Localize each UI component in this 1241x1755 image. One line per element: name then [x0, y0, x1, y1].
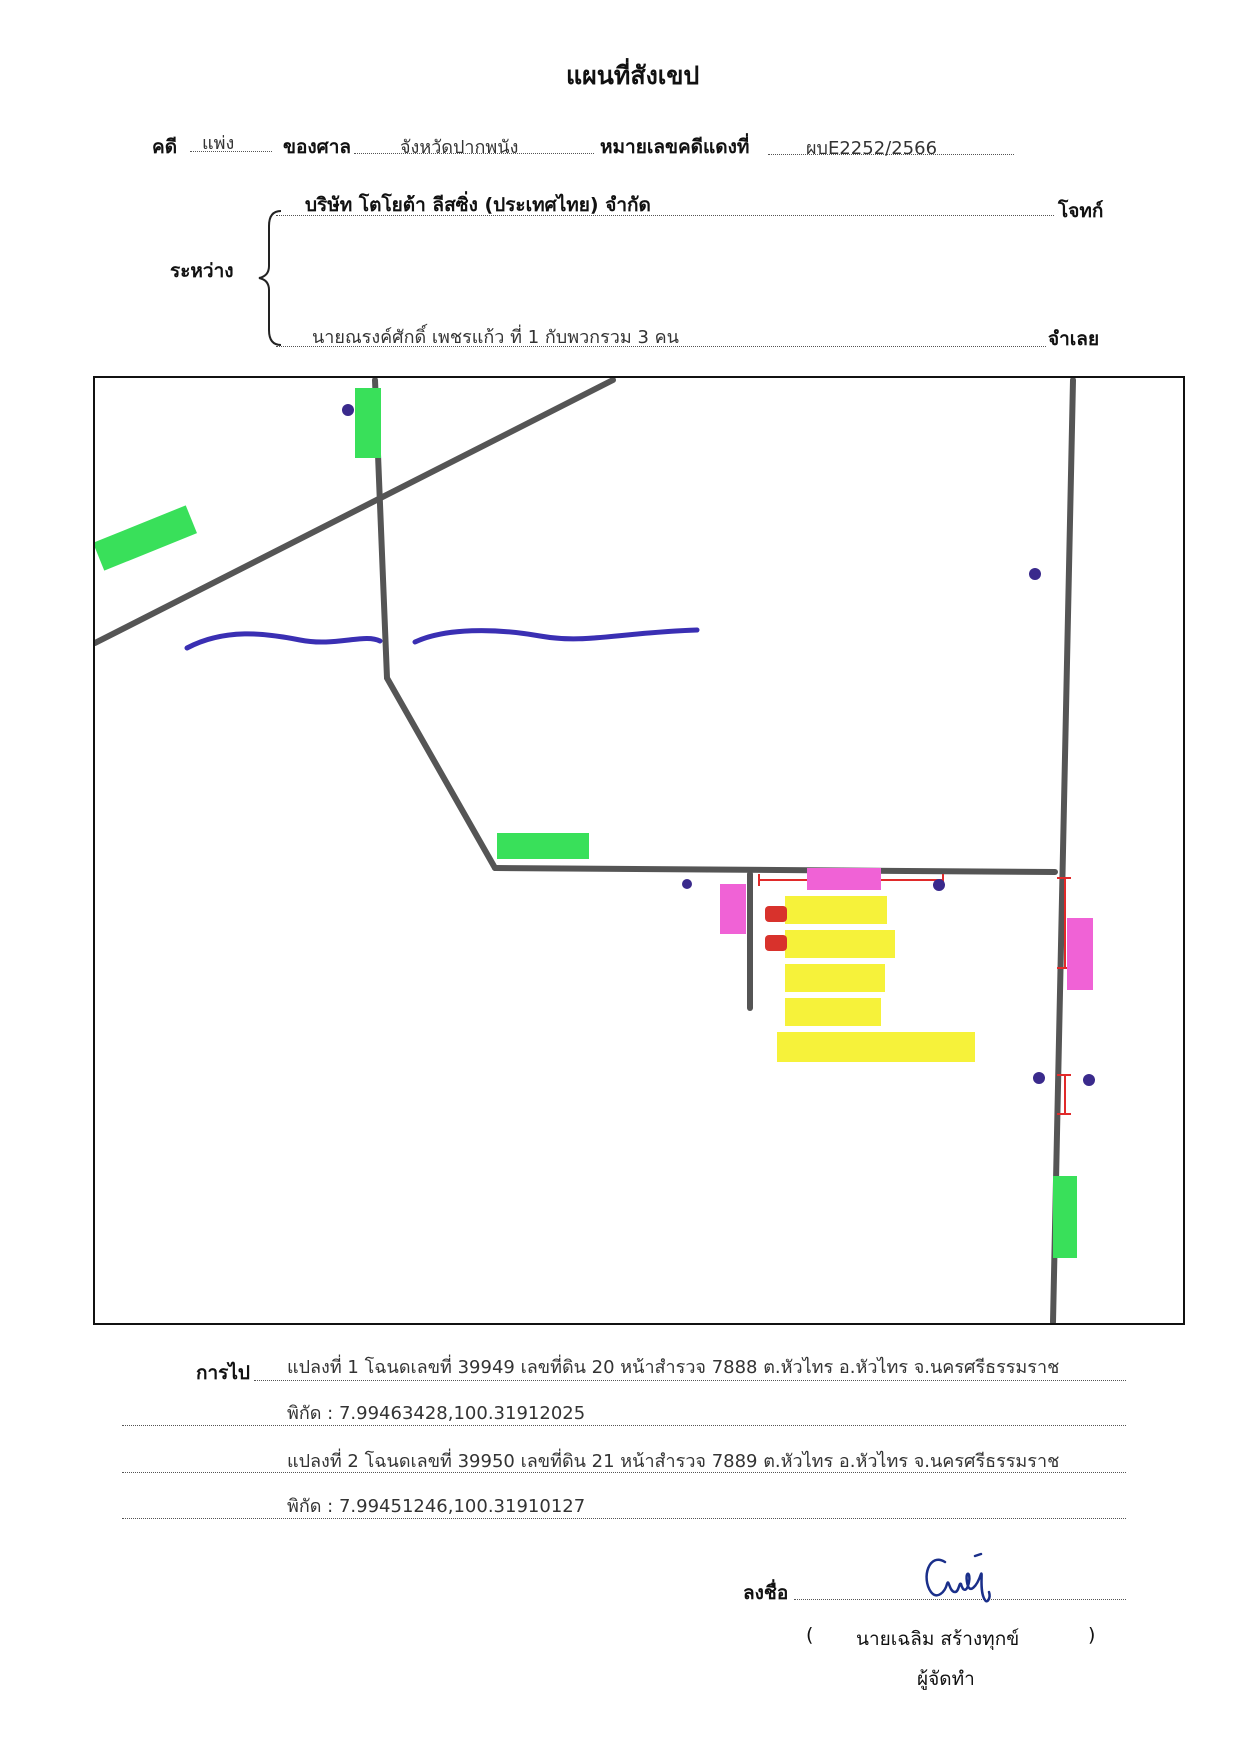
directions-label: การไป: [196, 1362, 250, 1384]
distance-label-west: [720, 884, 746, 934]
road-408-north: [372, 377, 498, 871]
plot-1-coordinates: พิกัด : 7.99463428,100.31912025: [287, 1403, 586, 1424]
signer-role: ผู้จัดทำ: [917, 1668, 975, 1690]
deed-39950-highlight: [785, 930, 895, 958]
route-label-408-north: [355, 388, 381, 458]
handwritten-signature-icon: [925, 1552, 991, 1603]
map-drawing: [92, 377, 1095, 1325]
distance-line-east-2: [1057, 1074, 1071, 1115]
distance-label-east: [1067, 918, 1093, 990]
red-case-number-label: หมายเลขคดีแดงที่: [600, 136, 750, 158]
signer-name: นายเฉลิม สร้างทุกข์: [856, 1628, 1020, 1650]
between-label: ระหว่าง: [170, 260, 234, 282]
court-value: จังหวัดปากพนัง: [400, 137, 519, 158]
page-title: แผนที่สังเขป: [566, 61, 700, 90]
distance-label-top: [807, 868, 881, 890]
subdistrict-highlight: [785, 964, 885, 992]
canal-segment-2: [412, 627, 700, 645]
signature-label: ลงชื่อ: [743, 1582, 789, 1604]
route-label-408-middle: [497, 833, 589, 859]
sketch-map: [92, 376, 1185, 1325]
plaintiff-role: โจทก์: [1058, 200, 1104, 222]
plot-2-description: แปลงที่ 2 โฉนดเลขที่ 39950 เลขที่ดิน 21 …: [287, 1451, 1060, 1472]
signer-close-paren: ): [1088, 1624, 1096, 1646]
province-highlight: [777, 1032, 975, 1062]
marker-police-station: [933, 879, 945, 891]
court-label: ของศาล: [283, 136, 352, 158]
plaintiff-name: บริษัท โตโยต้า ลีสซิ่ง (ประเทศไทย) จำกัด: [305, 194, 651, 216]
case-type-value: แพ่ง: [202, 133, 235, 154]
district-highlight: [785, 998, 881, 1026]
marker-electricity-station: [682, 879, 692, 889]
plot-1-description: แปลงที่ 1 โฉนดเลขที่ 39949 เลขที่ดิน 20 …: [287, 1357, 1060, 1378]
brace-icon: [258, 210, 282, 346]
land-plot-2: [765, 935, 787, 951]
defendant-role: จำเลย: [1048, 328, 1100, 350]
case-type-label: คดี: [152, 136, 178, 158]
route-label-408-south: [1053, 1176, 1077, 1258]
canal-segment-1: [184, 631, 383, 651]
marker-temple-school: [1033, 1072, 1045, 1084]
road-main-east: [492, 865, 1058, 875]
route-label-3090: [93, 505, 197, 571]
land-plot-1: [765, 906, 787, 922]
deed-39949-highlight: [785, 896, 887, 924]
marker-highway-office: [1029, 568, 1041, 580]
road-3090: [92, 377, 616, 646]
plot-2-coordinates: พิกัด : 7.99451246,100.31910127: [287, 1496, 586, 1517]
road-408-east: [1050, 377, 1076, 1325]
defendant-name: นายณรงค์ศักดิ์ เพชรแก้ว ที่ 1 กับพวกรวม …: [312, 327, 679, 348]
marker-district-office: [342, 404, 354, 416]
red-case-number-value: ผบE2252/2566: [806, 138, 938, 159]
signer-open-paren: (: [806, 1624, 814, 1646]
marker-temple: [1083, 1074, 1095, 1086]
